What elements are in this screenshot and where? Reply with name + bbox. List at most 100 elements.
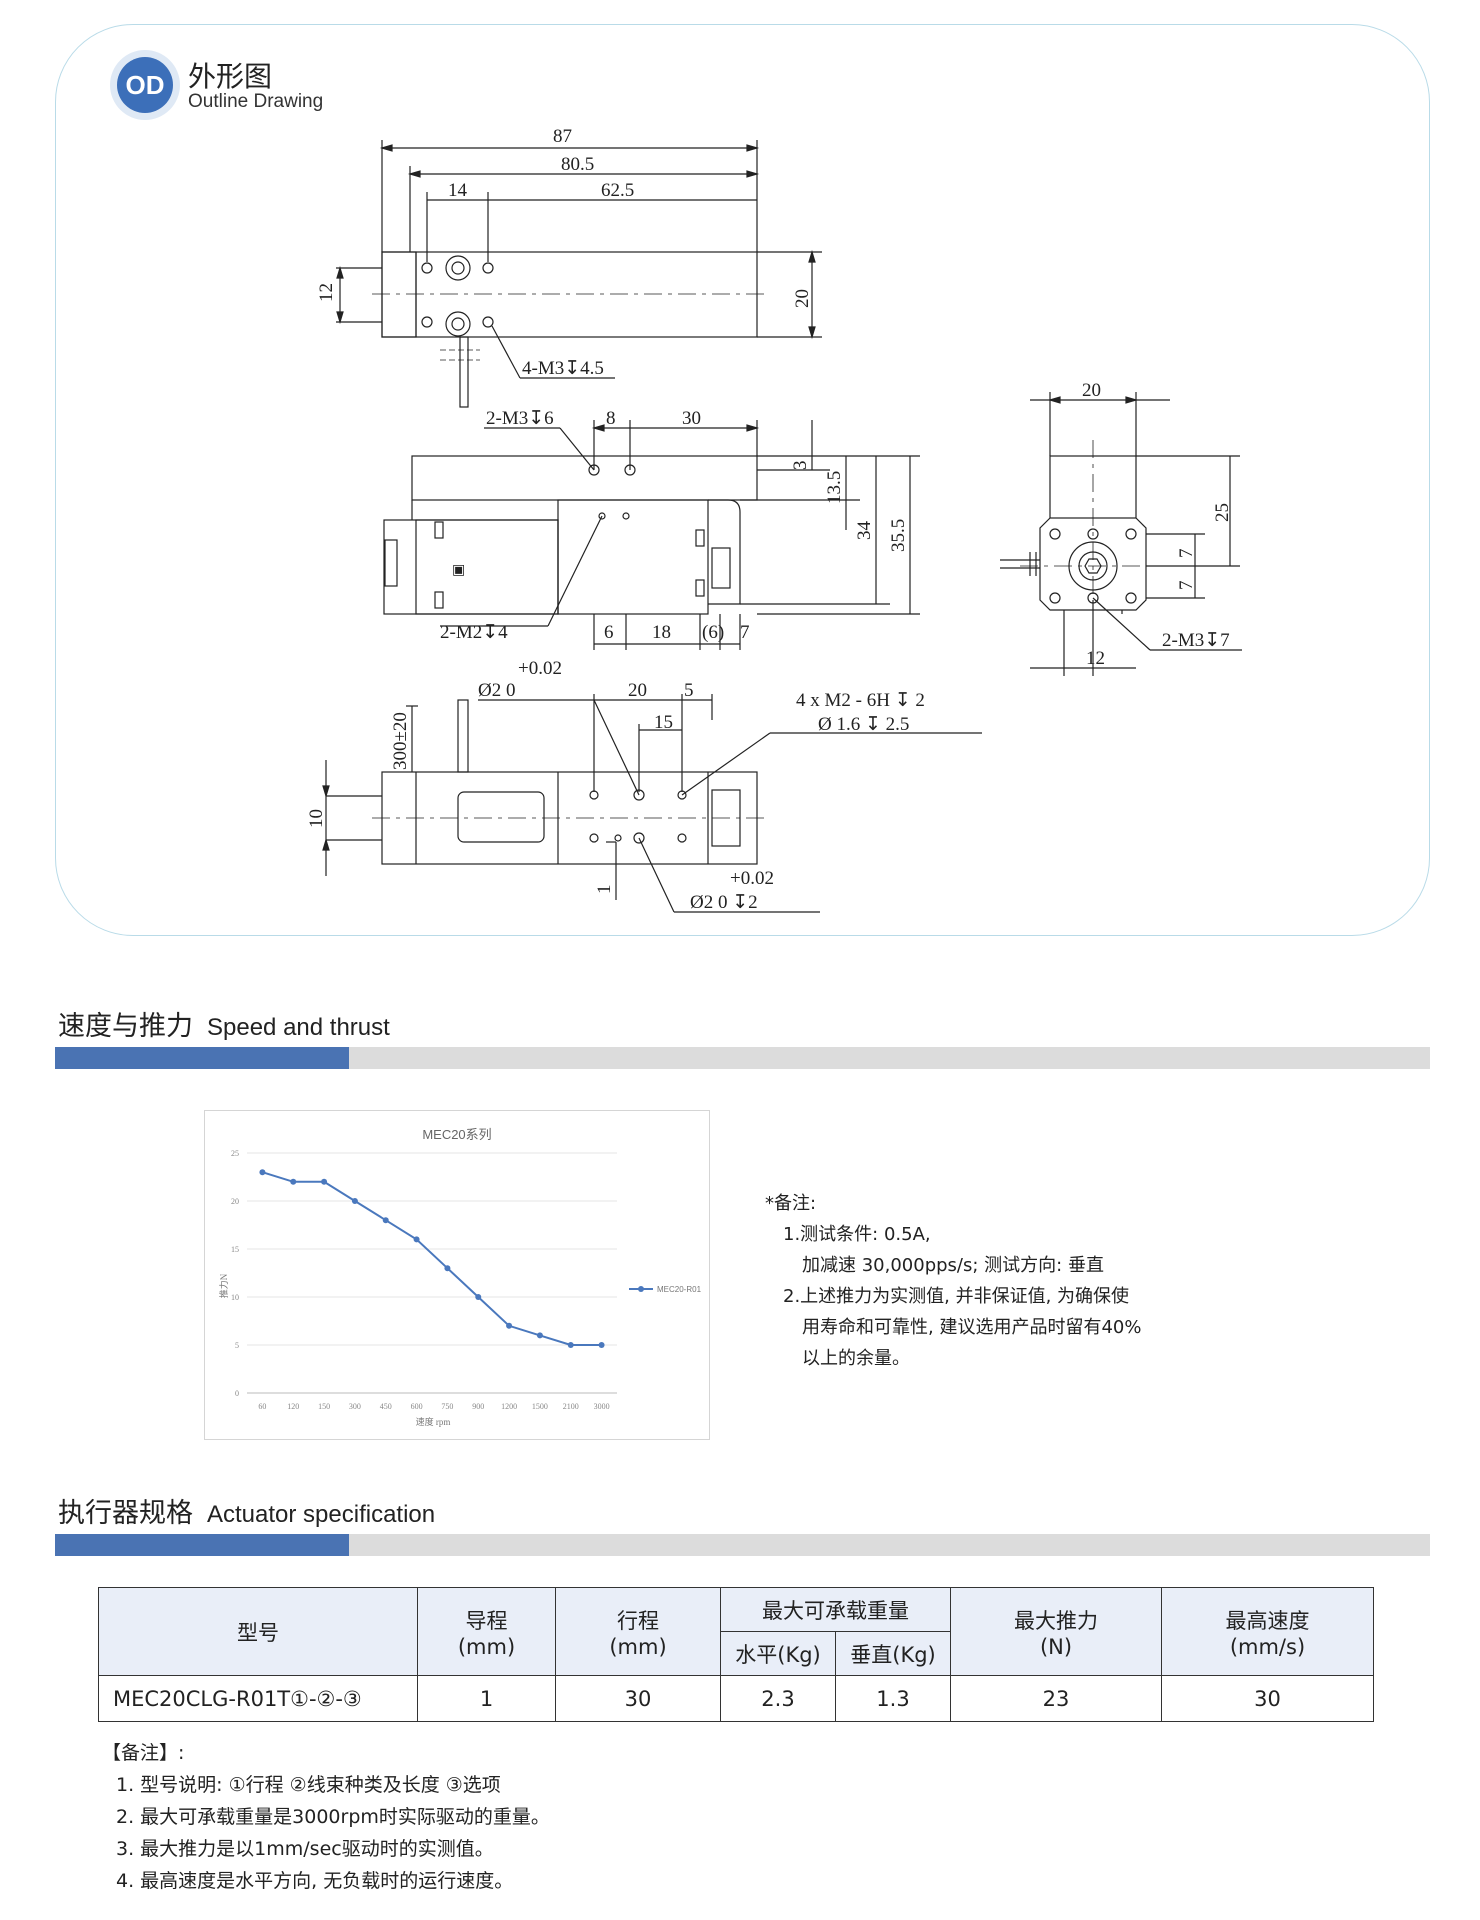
dim-end-12: 12 (1086, 648, 1105, 669)
dim-b-20: 20 (628, 680, 647, 701)
td-stroke: 30 (555, 1675, 721, 1722)
th-max-thrust-unit: (N) (1039, 1634, 1073, 1659)
dim-14: 14 (448, 180, 468, 201)
dim-18: 18 (652, 622, 671, 643)
dim-300: 300±20 (390, 712, 411, 770)
chart-x-tick-label: 60 (258, 1402, 266, 1411)
side-view-labels: 2-M3↧6 8 30 3 13.5 34 35.5 2-M2↧4 6 18 (… (440, 408, 909, 643)
side-view: ▣ (383, 420, 920, 650)
dim-4xm2: 4 x M2 - 6H ↧ 2 (796, 690, 925, 711)
dim-30: 30 (682, 408, 701, 429)
th-stroke: 行程 (mm) (555, 1587, 721, 1676)
chart-y-tick-label: 0 (235, 1389, 239, 1398)
outline-title-cn: 外形图 (188, 60, 273, 93)
dim-b-5: 5 (684, 680, 694, 701)
th-lead-label: 导程 (465, 1608, 508, 1633)
od-logo: OD (110, 50, 180, 120)
td-max-speed: 30 (1161, 1675, 1374, 1722)
spec-section-title: 执行器规格 Actuator specification (58, 1491, 435, 1530)
spec-note-1: 1. 型号说明: ①行程 ②线束种类及长度 ③选项 (116, 1774, 501, 1796)
chart-x-tick-label: 600 (411, 1402, 423, 1411)
dim-6: 6 (604, 622, 614, 643)
chart-y-tick-label: 25 (231, 1149, 239, 1158)
bottom-view (322, 694, 982, 913)
chart-y-tick-label: 20 (231, 1197, 239, 1206)
td-model: MEC20CLG-R01T①-②-③ (98, 1675, 418, 1722)
outline-drawing: 87 80.5 14 62.5 12 20 4-M3↧4.5 ▣ 2-M3↧6 … (306, 126, 1242, 913)
dim-8: 8 (606, 408, 616, 429)
speed-bar-accent (55, 1047, 349, 1069)
dim-2-m3-7: 2-M3↧7 (1162, 630, 1230, 651)
speed-title-en: Speed and thrust (207, 1014, 390, 1041)
chart-xlabel: 速度 rpm (416, 1416, 451, 1427)
dim-12: 12 (316, 283, 337, 302)
spec-title-cn: 执行器规格 (58, 1498, 193, 1529)
speed-title-cn: 速度与推力 (58, 1011, 193, 1042)
outline-drawing-panel (55, 24, 1430, 936)
notes-line-2: 加减速 30,000pps/s; 测试方向: 垂直 (802, 1255, 1104, 1276)
chart-y-tick-label: 15 (231, 1245, 239, 1254)
dim-13-5: 13.5 (824, 471, 845, 504)
td-vertical: 1.3 (835, 1675, 951, 1722)
dim-62-5: 62.5 (601, 180, 634, 201)
th-lead: 导程 (mm) (417, 1587, 556, 1676)
spec-note-2: 2. 最大可承载重量是3000rpm时实际驱动的重量。 (116, 1806, 550, 1828)
spec-notes-heading: 【备注】: (102, 1742, 185, 1764)
bottom-view-labels: +0.02 Ø2 0 20 5 15 4 x M2 - 6H ↧ 2 Ø 1.6… (306, 658, 925, 913)
dim-b-10: 10 (306, 809, 327, 828)
chart-data-point (598, 1342, 605, 1348)
spec-notes: 【备注】: 1. 型号说明: ①行程 ②线束种类及长度 ③选项 2. 最大可承载… (102, 1737, 550, 1897)
dim-tol-bottom: +0.02 (730, 868, 774, 889)
chart-ylabel: 推力N (218, 1273, 229, 1298)
chart-data-point (536, 1332, 543, 1339)
notes-line-4: 用寿命和可靠性, 建议选用产品时留有40% (802, 1317, 1142, 1338)
notes-line-3: 2.上述推力为实测值, 并非保证值, 为确保使 (783, 1286, 1130, 1307)
svg-text:▣: ▣ (452, 563, 465, 578)
th-vertical: 垂直(Kg) (835, 1631, 951, 1676)
th-max-speed-unit: (mm/s) (1229, 1634, 1306, 1659)
spec-bar-accent (55, 1534, 349, 1556)
chart-y-tick-label: 10 (231, 1293, 239, 1302)
spec-table: 型号 导程 (mm) 行程 (mm) 最大可承载重量 最大推力 (N) 最高速度… (98, 1587, 1374, 1722)
chart-legend-label: MEC20-R01 (657, 1285, 702, 1294)
spec-note-4: 4. 最高速度是水平方向, 无负载时的运行速度。 (116, 1870, 514, 1892)
chart-data-point (259, 1169, 266, 1176)
chart-x-tick-label: 750 (441, 1402, 453, 1411)
dim-7: 7 (740, 622, 750, 643)
dim-7b: 7 (1176, 581, 1197, 591)
td-max-thrust: 23 (950, 1675, 1162, 1722)
td-horizontal: 2.3 (720, 1675, 836, 1722)
chart-x-tick-label: 120 (287, 1402, 299, 1411)
td-lead: 1 (417, 1675, 556, 1722)
chart-x-tick-label: 2100 (563, 1402, 579, 1411)
chart-data-point (444, 1265, 451, 1272)
od-logo-text: OD (117, 57, 173, 113)
dim-2-m3-6: 2-M3↧6 (486, 408, 554, 429)
chart-data-point (413, 1236, 420, 1243)
dim-80-5: 80.5 (561, 154, 594, 175)
speed-section-title: 速度与推力 Speed and thrust (58, 1004, 390, 1043)
dim-end-20: 20 (1082, 380, 1101, 401)
th-max-thrust-label: 最大推力 (1014, 1608, 1098, 1633)
dim-b-15: 15 (654, 712, 673, 733)
outline-title-en: Outline Drawing (188, 91, 324, 112)
chart-series-line (262, 1171, 602, 1346)
dim-phi16: Ø 1.6 ↧ 2.5 (818, 714, 909, 735)
dim-25: 25 (1212, 503, 1233, 522)
dim-7a: 7 (1176, 549, 1197, 559)
dim-20: 20 (792, 289, 813, 308)
chart-data-point (351, 1198, 358, 1204)
spec-title-en: Actuator specification (207, 1501, 436, 1528)
dim-4-m3: 4-M3↧4.5 (522, 358, 604, 379)
spec-section-bar (55, 1534, 1430, 1556)
notes-heading: *备注: (765, 1193, 817, 1214)
th-horizontal: 水平(Kg) (720, 1631, 836, 1676)
chart-data-point (382, 1217, 389, 1224)
top-view-labels: 87 80.5 14 62.5 12 20 4-M3↧4.5 (316, 126, 813, 379)
chart-data-point (475, 1294, 482, 1300)
end-view (1000, 392, 1242, 676)
dim-3: 3 (790, 461, 811, 471)
th-stroke-unit: (mm) (609, 1634, 667, 1659)
chart-data-point (290, 1178, 297, 1185)
